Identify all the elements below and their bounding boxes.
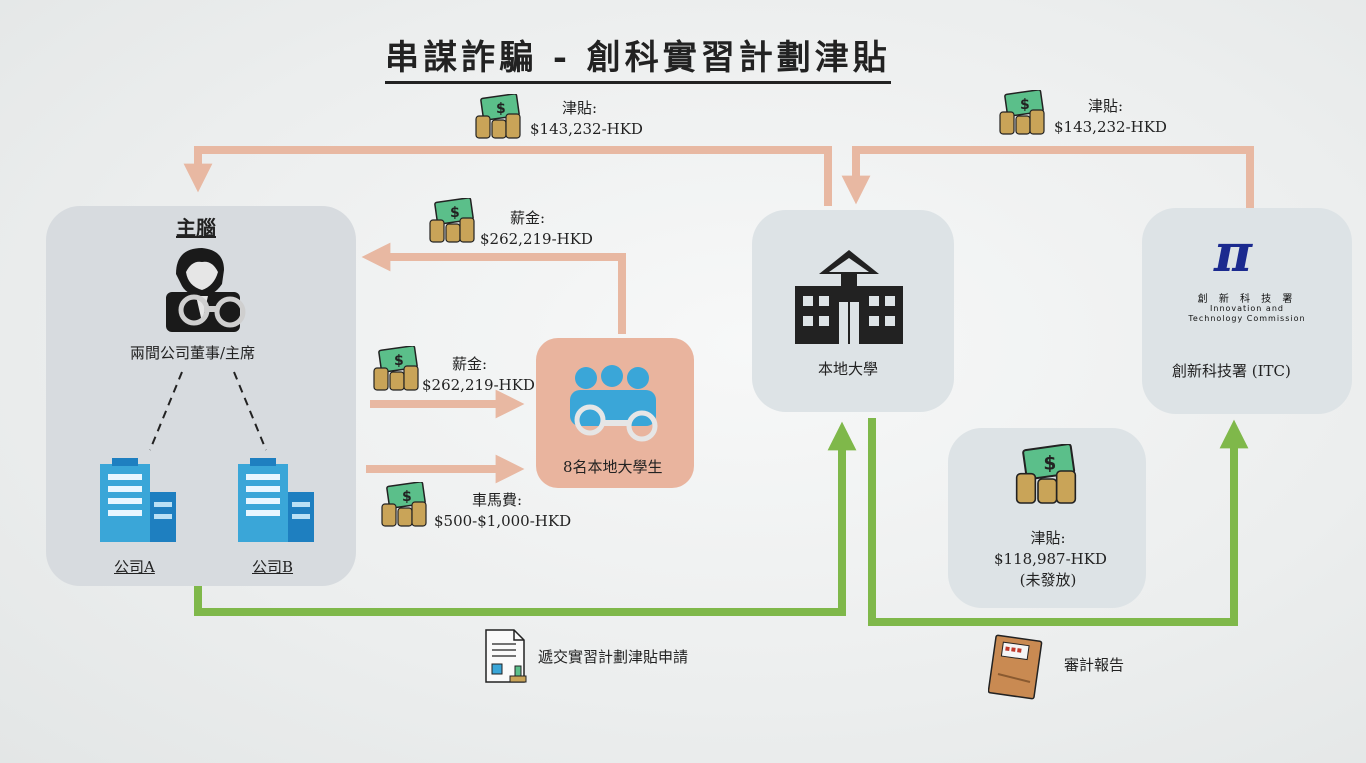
company-a-label: 公司A bbox=[114, 558, 155, 576]
itc-label: 創新科技署 (ITC) bbox=[1172, 362, 1291, 380]
company-a-building-icon bbox=[100, 458, 176, 542]
mastermind-person-icon bbox=[166, 248, 246, 332]
unpaid-subsidy-text: 津貼: $118,987-HKD (未發放) bbox=[994, 528, 1107, 591]
salary-paid-text: 薪金: $262,219-HKD bbox=[422, 354, 535, 396]
company-b-building-icon bbox=[238, 458, 314, 542]
svg-text:$: $ bbox=[402, 489, 412, 505]
diagram-title: 串謀詐騙 - 創科實習計劃津貼 bbox=[385, 30, 891, 84]
subsidy-top-left-label: 津貼: bbox=[562, 99, 598, 117]
submit-application-label: 遞交實習計劃津貼申請 bbox=[538, 648, 689, 666]
unpaid-subsidy-note: (未發放) bbox=[1019, 571, 1077, 589]
company-b-label: 公司B bbox=[252, 558, 294, 576]
svg-text:$: $ bbox=[496, 101, 506, 117]
salary-paid-amount: $262,219-HKD bbox=[422, 376, 535, 394]
itc-logo-english-1: Innovation and bbox=[1210, 304, 1284, 313]
salary-return-label: 薪金: bbox=[510, 209, 546, 227]
students-label: 8名本地大學生 bbox=[563, 458, 663, 476]
salary-return-text: 薪金: $262,219-HKD bbox=[480, 208, 593, 250]
itc-logo-chinese: 創 新 科 技 署 bbox=[1197, 294, 1297, 305]
travel-allowance-text: 車馬費: $500-$1,000-HKD bbox=[434, 490, 571, 532]
audit-report-label: 審計報告 bbox=[1064, 656, 1125, 674]
cash-coins-icon: $ bbox=[999, 90, 1045, 135]
university-label: 本地大學 bbox=[818, 360, 879, 378]
subsidy-top-right-amount: $143,232-HKD bbox=[1054, 118, 1167, 136]
salary-return-amount: $262,219-HKD bbox=[480, 230, 593, 248]
travel-allowance-label: 車馬費: bbox=[472, 491, 523, 509]
cash-coins-icon: $ bbox=[1015, 444, 1077, 504]
svg-text:$: $ bbox=[394, 353, 404, 369]
dashed-link-company-a bbox=[149, 371, 183, 451]
arrow-subsidy-to-university bbox=[841, 146, 1254, 208]
arrow-application bbox=[194, 421, 857, 616]
arrow-salary-return bbox=[361, 242, 626, 334]
itc-panel bbox=[1142, 208, 1352, 414]
cash-coins-icon: $ bbox=[381, 482, 427, 527]
itc-logo-english-2: Technology Commission bbox=[1188, 314, 1306, 323]
arrow-audit-report bbox=[868, 418, 1249, 626]
svg-text:$: $ bbox=[450, 205, 460, 221]
subsidy-top-right-text: 津貼: $143,232-HKD bbox=[1054, 96, 1167, 138]
mastermind-role: 兩間公司董事/主席 bbox=[130, 344, 256, 362]
application-document-icon bbox=[485, 629, 527, 683]
subsidy-top-left-text: 津貼: $143,232-HKD bbox=[530, 98, 643, 140]
itc-pi-logo-icon: π bbox=[1214, 223, 1253, 284]
mastermind-heading: 主腦 bbox=[176, 216, 216, 240]
svg-text:$: $ bbox=[1020, 97, 1030, 113]
university-building-icon bbox=[795, 250, 903, 344]
arrow-subsidy-to-mastermind bbox=[183, 146, 832, 206]
cash-coins-icon: $ bbox=[373, 346, 419, 391]
svg-text:$: $ bbox=[1043, 454, 1056, 475]
audit-report-envelope-icon bbox=[988, 634, 1043, 700]
unpaid-subsidy-amount: $118,987-HKD bbox=[994, 550, 1107, 568]
unpaid-subsidy-label: 津貼: bbox=[1030, 529, 1066, 547]
salary-paid-label: 薪金: bbox=[452, 355, 488, 373]
cash-coins-icon: $ bbox=[475, 94, 521, 139]
travel-allowance-amount: $500-$1,000-HKD bbox=[434, 512, 572, 530]
dashed-link-company-b bbox=[233, 371, 267, 451]
subsidy-top-left-amount: $143,232-HKD bbox=[530, 120, 643, 138]
subsidy-top-right-label: 津貼: bbox=[1088, 97, 1124, 115]
cash-coins-icon: $ bbox=[429, 198, 475, 243]
students-group-icon bbox=[570, 365, 658, 442]
